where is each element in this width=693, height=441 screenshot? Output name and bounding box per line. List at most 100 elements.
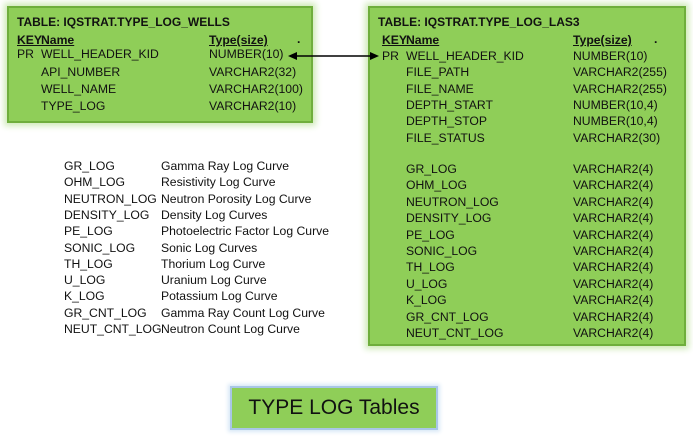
table-title: TABLE: IQSTRAT.TYPE_LOG_WELLS xyxy=(17,15,230,29)
table-row: PR WELL_HEADER_KID NUMBER(10) xyxy=(9,47,311,63)
legend-code: OHM_LOG xyxy=(64,175,125,190)
row-type: VARCHAR2(32) xyxy=(209,65,297,79)
row-name: TH_LOG xyxy=(406,260,455,275)
legend-description: Density Log Curves xyxy=(161,207,268,222)
table-type-log-las3: TABLE: IQSTRAT.TYPE_LOG_LAS3 KEY Name Ty… xyxy=(368,6,686,346)
col-header-dot: . xyxy=(297,32,301,46)
row-type: VARCHAR2(4) xyxy=(573,309,654,324)
row-type: VARCHAR2(30) xyxy=(573,130,661,145)
legend-code: NEUT_CNT_LOG xyxy=(64,322,162,336)
row-name: DENSITY_LOG xyxy=(406,211,492,226)
legend-description: Uranium Log Curve xyxy=(161,273,267,288)
table-type-log-wells: TABLE: IQSTRAT.TYPE_LOG_WELLS KEY Name T… xyxy=(7,6,313,123)
legend-description: Resistivity Log Curve xyxy=(161,175,276,190)
table-row: API_NUMBER VARCHAR2(32) xyxy=(9,65,311,81)
legend-item: OHM_LOG Resistivity Log Curve xyxy=(0,175,340,191)
row-key: PR xyxy=(382,49,399,63)
row-name: API_NUMBER xyxy=(41,65,121,79)
legend-item: GR_LOG Gamma Ray Log Curve xyxy=(0,159,340,175)
row-name: WELL_NAME xyxy=(41,82,117,96)
row-type: VARCHAR2(4) xyxy=(573,162,654,176)
legend-description: Potassium Log Curve xyxy=(161,289,278,304)
row-type: VARCHAR2(4) xyxy=(573,326,654,340)
row-type: VARCHAR2(255) xyxy=(573,65,667,80)
legend-item: U_LOG Uranium Log Curve xyxy=(0,273,340,289)
table-row: FILE_NAME VARCHAR2(255) xyxy=(370,82,684,98)
row-name: NEUT_CNT_LOG xyxy=(406,326,504,340)
legend-code: GR_LOG xyxy=(64,159,115,173)
arrow-head-left xyxy=(288,52,297,60)
legend-code: U_LOG xyxy=(64,273,106,288)
legend-description: Thorium Log Curve xyxy=(161,256,266,271)
table-row: NEUT_CNT_LOG VARCHAR2(4) xyxy=(370,326,684,342)
legend-item: DENSITY_LOG Density Log Curves xyxy=(0,208,340,224)
diagram-caption: TYPE LOG Tables xyxy=(230,386,438,430)
row-name: NEUTRON_LOG xyxy=(406,194,499,209)
row-type: VARCHAR2(4) xyxy=(573,276,654,291)
legend-code: DENSITY_LOG xyxy=(64,207,150,222)
row-type: VARCHAR2(4) xyxy=(573,227,654,242)
legend-description: Sonic Log Curves xyxy=(161,240,258,255)
row-type: NUMBER(10,4) xyxy=(573,97,658,112)
row-type: NUMBER(10) xyxy=(573,49,648,63)
row-name: FILE_STATUS xyxy=(406,130,485,145)
table-row: K_LOG VARCHAR2(4) xyxy=(370,293,684,309)
row-name: DEPTH_STOP xyxy=(406,114,488,129)
row-name: DEPTH_START xyxy=(406,97,493,112)
row-name: K_LOG xyxy=(406,293,447,308)
row-name: WELL_HEADER_KID xyxy=(406,49,524,63)
legend-code: TH_LOG xyxy=(64,256,113,271)
legend-code: PE_LOG xyxy=(64,224,113,239)
table-row: PR WELL_HEADER_KID NUMBER(10) xyxy=(370,49,684,65)
row-type: VARCHAR2(4) xyxy=(573,260,654,275)
row-type: VARCHAR2(4) xyxy=(573,244,654,258)
legend-description: Photoelectric Factor Log Curve xyxy=(161,224,329,239)
col-header-dot: . xyxy=(654,32,658,46)
col-header-name: Name xyxy=(406,33,440,47)
legend-description: Neutron Count Log Curve xyxy=(161,322,300,336)
legend-item: GR_CNT_LOG Gamma Ray Count Log Curve xyxy=(0,306,340,322)
legend-code: SONIC_LOG xyxy=(64,240,136,255)
col-header-name: Name xyxy=(41,33,75,47)
row-type: VARCHAR2(4) xyxy=(573,293,654,308)
row-name: SONIC_LOG xyxy=(406,244,478,258)
legend-item: TH_LOG Thorium Log Curve xyxy=(0,257,340,273)
table-row: U_LOG VARCHAR2(4) xyxy=(370,277,684,293)
row-name: FILE_NAME xyxy=(406,81,474,96)
row-name: U_LOG xyxy=(406,276,448,291)
row-name: GR_LOG xyxy=(406,162,457,176)
row-type: VARCHAR2(4) xyxy=(573,211,654,226)
row-name: WELL_HEADER_KID xyxy=(41,47,159,61)
row-type: VARCHAR2(255) xyxy=(573,81,667,96)
col-header-type: Type(size) xyxy=(209,33,268,47)
row-name: PE_LOG xyxy=(406,227,455,242)
table-row: DEPTH_START NUMBER(10,4) xyxy=(370,98,684,114)
table-title: TABLE: IQSTRAT.TYPE_LOG_LAS3 xyxy=(378,15,580,29)
col-header-key: KEY xyxy=(17,33,43,47)
legend-code: GR_CNT_LOG xyxy=(64,305,147,320)
row-type: NUMBER(10) xyxy=(209,47,284,61)
table-row: DENSITY_LOG VARCHAR2(4) xyxy=(370,211,684,227)
table-row: TH_LOG VARCHAR2(4) xyxy=(370,260,684,276)
col-header-key: KEY xyxy=(382,33,408,47)
row-type: VARCHAR2(4) xyxy=(573,194,654,209)
legend-item: SONIC_LOG Sonic Log Curves xyxy=(0,241,340,257)
row-key: PR xyxy=(17,47,34,61)
table-row: SONIC_LOG VARCHAR2(4) xyxy=(370,244,684,260)
legend-description: Gamma Ray Log Curve xyxy=(161,159,290,173)
table-row: GR_LOG VARCHAR2(4) xyxy=(370,162,684,178)
table-row: PE_LOG VARCHAR2(4) xyxy=(370,228,684,244)
arrow-head-right xyxy=(370,52,379,60)
legend-description: Gamma Ray Count Log Curve xyxy=(161,305,325,320)
legend-description: Neutron Porosity Log Curve xyxy=(161,191,312,206)
